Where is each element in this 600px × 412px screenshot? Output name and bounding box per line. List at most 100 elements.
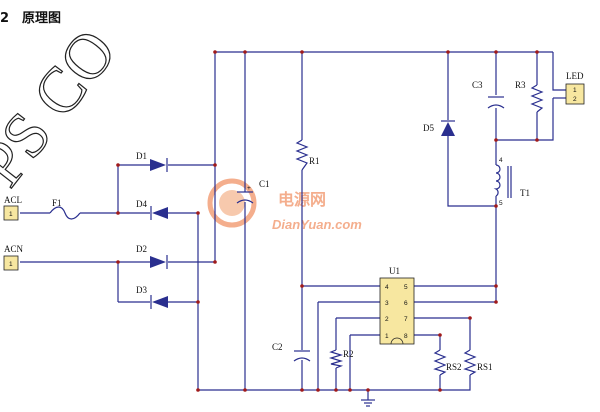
junction [196,388,200,392]
wire-rs1-bottom [440,375,471,391]
junction [213,260,217,264]
diode-icon [152,207,168,219]
led-terminal [565,83,585,105]
capacitor-c2: C2 [272,342,311,362]
c3-label: C3 [472,80,483,90]
c1-plus: + [247,185,251,192]
acn-connector: 1 ACN [3,244,24,271]
resistor-r1: R1 [295,139,320,171]
d5-label: D5 [423,123,434,133]
junction [116,260,120,264]
ground-symbol [361,399,375,407]
rs2-label: RS2 [446,362,462,372]
rs1-label: RS1 [477,362,493,372]
ic-u1: U1 4 3 2 1 5 6 7 8 [379,266,415,345]
logo-plug-icon [219,190,245,216]
wire-rs2-bottom [368,375,441,391]
capacitor-curved-plate-icon [236,199,254,204]
r3-label: R3 [515,80,526,90]
junction [196,211,200,215]
capacitor-c3: C3 [472,80,505,109]
junction [438,388,442,392]
diode-icon [150,256,166,268]
d4-label: D4 [136,199,147,209]
capacitor-c1: C1 + [236,179,270,204]
junction [213,163,217,167]
watermark: PS CO [0,16,130,200]
junction [116,211,120,215]
junction [494,204,498,208]
acn-label: ACN [4,244,24,254]
junction [243,50,247,54]
junction [494,300,498,304]
t1-pin-5: 5 [499,200,503,207]
resistor-icon [463,349,477,376]
diode-d2: D2 [136,244,168,269]
led-label: LED [566,71,584,81]
junction [334,388,338,392]
junction [494,284,498,288]
junction [468,316,472,320]
r2-label: R2 [343,349,354,359]
d1-label: D1 [136,151,147,161]
t1-label: T1 [520,188,530,198]
u1-pin-8: 8 [404,333,408,340]
junction [535,138,539,142]
fuse-icon [49,206,81,220]
wire-d5-bottom [447,136,496,207]
led-connector: 1 2 LED [565,71,585,105]
junction [213,50,217,54]
junction [494,50,498,54]
d3-label: D3 [136,285,147,295]
inductor-t1: T1 4 5 [493,157,530,207]
resistor-r3: R3 [515,80,544,113]
led-pin-1: 1 [573,87,577,94]
resistor-rs2: RS2 [433,349,462,376]
acl-pin: 1 [9,211,13,218]
diode-d5: D5 [423,120,455,136]
u1-pin-4: 4 [385,284,389,291]
c2-label: C2 [272,342,283,352]
u1-pin-7: 7 [404,316,408,323]
junction [535,50,539,54]
diode-d3: D3 [136,285,168,309]
capacitor-curved-plate-icon [487,104,505,109]
fuse-f1: F1 [49,198,81,220]
junction [196,300,200,304]
wire-r3-bottom [536,98,554,141]
junction [438,333,442,337]
junction [300,284,304,288]
junctions [116,50,539,392]
resistor-icon [295,139,309,171]
logo-site: DianYuan.com [272,217,362,232]
header-prefix: 2 [0,11,9,26]
u1-pin-3: 3 [385,300,389,307]
diode-icon [150,159,166,171]
dianyuan-logo: 电源网 DianYuan.com [207,178,362,232]
resistor-icon [328,349,344,369]
ic-body [379,277,415,345]
d2-label: D2 [136,244,147,254]
r1-label: R1 [309,156,320,166]
junction [446,50,450,54]
u1-label: U1 [389,266,400,276]
resistor-icon [530,84,544,113]
t1-pin-4: 4 [499,157,503,164]
watermark-text: PS CO [0,16,129,198]
resistor-rs1: RS1 [463,349,493,376]
header-title: 原理图 [22,11,61,26]
logo-ring-icon [207,178,257,228]
junction [300,388,304,392]
fuse-label: F1 [52,198,62,208]
resistor-icon [433,349,447,376]
u1-pin-6: 6 [404,300,408,307]
acl-label: ACL [4,195,22,205]
diode-d4: D4 [136,199,168,220]
junction [494,138,498,142]
diode-d1: D1 [136,151,168,172]
junction [300,50,304,54]
u1-pin-2: 2 [385,316,389,323]
u1-pin-5: 5 [404,284,408,291]
junction [243,388,247,392]
diode-icon [152,296,168,308]
